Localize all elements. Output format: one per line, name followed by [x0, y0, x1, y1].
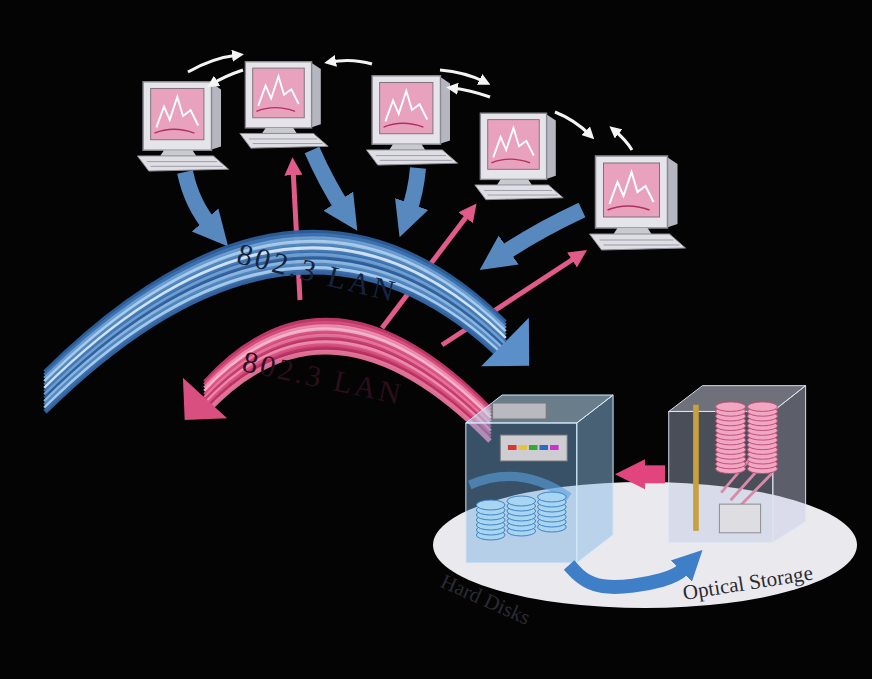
storage-cabinet-outline: [665, 378, 815, 550]
workstation: [240, 62, 328, 148]
upload-arrow: [500, 210, 582, 256]
peer-arrow: [212, 70, 243, 84]
workstation: [366, 76, 457, 165]
band-arrowhead: [183, 378, 227, 420]
storage-cabinet: Hard Disks: [462, 385, 615, 565]
data-flow-arrow: [639, 465, 665, 483]
upload-arrow: [185, 172, 212, 228]
cabinet-art: [466, 395, 613, 563]
peer-arrow: [614, 130, 632, 150]
device-label: Optical Storage: [681, 563, 814, 604]
workstations: [137, 62, 685, 250]
peer-arrow: [555, 112, 590, 135]
lan-band: 802.3 LAN: [165, 270, 500, 445]
peer-arrow: [452, 88, 490, 97]
cabinet-art: [669, 386, 806, 543]
peer-arrow: [188, 55, 238, 72]
device-label: Hard Disks: [438, 571, 533, 629]
storage-cabinet: Optical Storage: [665, 378, 815, 550]
peer-arrow: [330, 60, 372, 64]
peer-arrows: [188, 55, 632, 150]
peer-arrow: [440, 70, 485, 82]
workstation: [137, 82, 228, 171]
data-flow-arrow: [569, 565, 685, 587]
band-arrowhead: [481, 318, 529, 366]
upload-arrow: [312, 150, 344, 210]
storage-cabinet-outline: [462, 385, 615, 565]
lan-band-outline: [165, 270, 500, 445]
upload-arrow: [408, 168, 418, 214]
band-stroke: [205, 346, 490, 435]
workstation: [475, 113, 563, 199]
workstation: [590, 156, 686, 250]
